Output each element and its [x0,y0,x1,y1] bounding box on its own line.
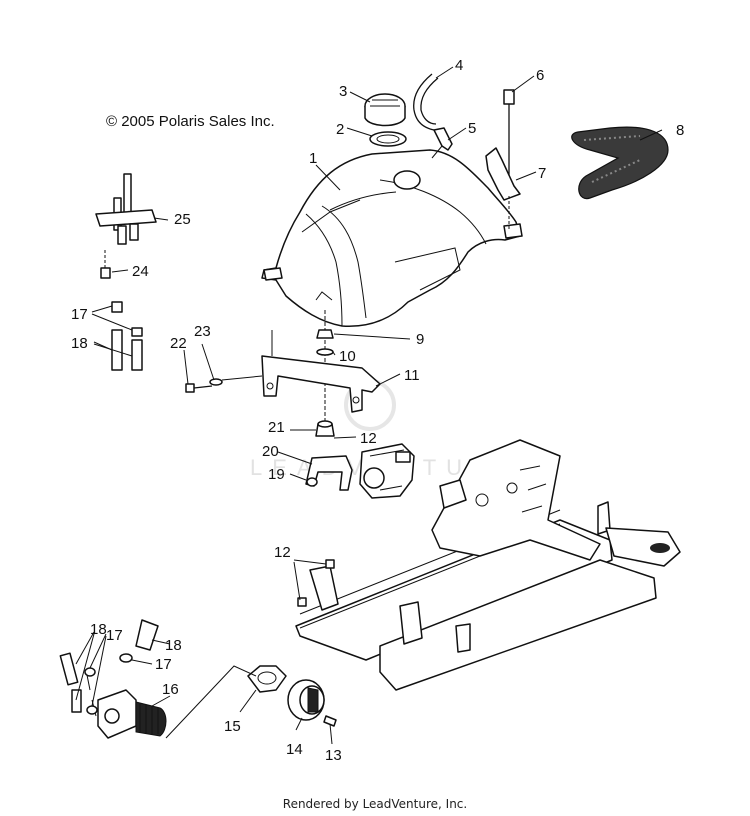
footer-credit: Rendered by LeadVenture, Inc. [282,797,468,811]
fuel-tank [261,149,523,327]
petcock-plate [247,665,287,693]
mount-bracket [261,330,381,413]
callout-10: 10 [339,348,356,365]
callout-12b: 12 [274,544,291,561]
callout-labels: 1 2 3 4 5 6 7 8 9 10 11 12 12 13 14 15 1… [71,57,684,764]
callout-7: 7 [538,165,546,182]
callout-3: 3 [339,83,347,100]
callout-24: 24 [132,263,149,280]
fuel-cap [364,93,406,127]
petcock-clamps [84,653,133,715]
screw [306,477,318,487]
callout-11: 11 [404,367,420,384]
left-clamps [111,301,143,337]
callout-12a: 12 [360,430,377,447]
frame-bolts [297,559,335,607]
callout-23: 23 [194,323,211,340]
callout-13: 13 [325,747,342,764]
callout-9: 9 [416,331,424,348]
valve-screw [100,250,111,279]
petcock-knob [287,679,325,721]
callout-1: 1 [309,150,317,167]
callout-21: 21 [268,419,285,436]
frame [295,439,681,691]
callout-5: 5 [468,120,476,137]
vent-fitting [431,127,453,159]
callout-25: 25 [174,211,191,228]
fuel-valve [97,689,167,739]
callout-17c: 17 [71,306,88,323]
callout-18a: 18 [165,637,182,654]
fuel-valve-assembly [95,173,157,245]
callout-14: 14 [286,741,303,758]
leader-lines [75,66,663,745]
carburetor [359,443,415,499]
callout-16: 16 [162,681,179,698]
callout-2: 2 [336,121,344,138]
callout-22: 22 [170,335,187,352]
cap-gasket [369,131,407,147]
tank-strap-bracket [485,147,521,230]
callout-19: 19 [268,466,285,483]
callout-15: 15 [224,718,241,735]
callout-17a: 17 [155,656,172,673]
vent-hose [413,73,439,131]
callout-17b: 17 [106,627,123,644]
grommet [315,420,335,437]
copyright-notice: © 2005 Polaris Sales Inc. [106,113,275,130]
callout-18c: 18 [71,335,88,352]
callout-20: 20 [262,443,279,460]
callout-18b: 18 [90,621,107,638]
callout-6: 6 [536,67,544,84]
callout-8: 8 [676,122,684,139]
callout-4: 4 [455,57,463,74]
foam-strip [571,126,669,200]
bracket-bolt [185,375,263,393]
petcock-screw [323,715,337,727]
